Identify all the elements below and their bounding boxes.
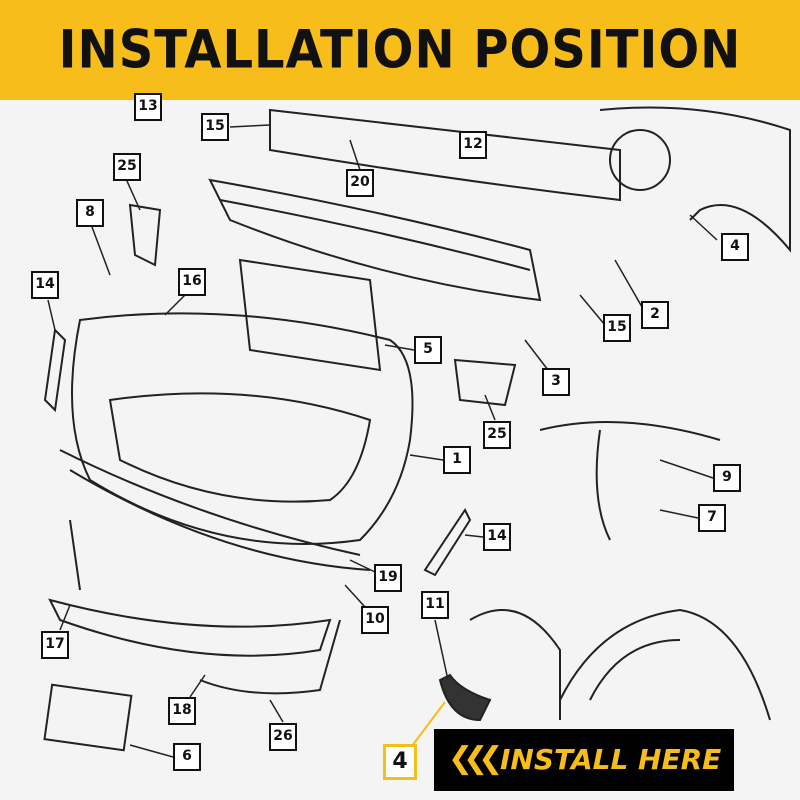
callout-16: 16 <box>178 268 206 296</box>
callout-1: 1 <box>443 446 471 474</box>
callout-14: 14 <box>483 523 511 551</box>
callout-15: 15 <box>603 314 631 342</box>
lower-valance <box>48 598 332 657</box>
callout-13: 13 <box>134 93 162 121</box>
install-here-text: INSTALL HERE <box>500 743 722 776</box>
callout-25: 25 <box>483 421 511 449</box>
triple-chevron-left-icon: ❮❮❮ <box>448 741 504 776</box>
grille-support <box>238 258 382 372</box>
callout-4: 4 <box>721 233 749 261</box>
callout-10: 10 <box>361 606 389 634</box>
callout-8: 8 <box>76 199 104 227</box>
callout-2: 2 <box>641 301 669 329</box>
reinforcement-beam <box>269 108 621 202</box>
callout-25: 25 <box>113 153 141 181</box>
fender-liner-part <box>438 673 492 722</box>
callout-18: 18 <box>168 697 196 725</box>
install-here-banner: ❮❮❮ INSTALL HERE <box>434 729 734 791</box>
callout-12: 12 <box>459 131 487 159</box>
callout-20: 20 <box>346 169 374 197</box>
callout-14: 14 <box>31 271 59 299</box>
callout-5: 5 <box>414 336 442 364</box>
energy-absorber <box>208 178 542 302</box>
header-banner: INSTALLATION POSITION <box>0 0 800 100</box>
callout-6: 6 <box>173 743 201 771</box>
page-title: INSTALLATION POSITION <box>58 19 742 81</box>
callout-7: 7 <box>698 504 726 532</box>
callout-11: 11 <box>421 591 449 619</box>
callout-26: 26 <box>269 723 297 751</box>
callout-9: 9 <box>713 464 741 492</box>
callout-4-highlighted: 4 <box>383 744 417 780</box>
bumper-fascia <box>71 312 414 545</box>
callout-17: 17 <box>41 631 69 659</box>
callout-3: 3 <box>542 368 570 396</box>
fender <box>599 106 791 253</box>
callout-19: 19 <box>374 564 402 592</box>
callout-15: 15 <box>201 113 229 141</box>
